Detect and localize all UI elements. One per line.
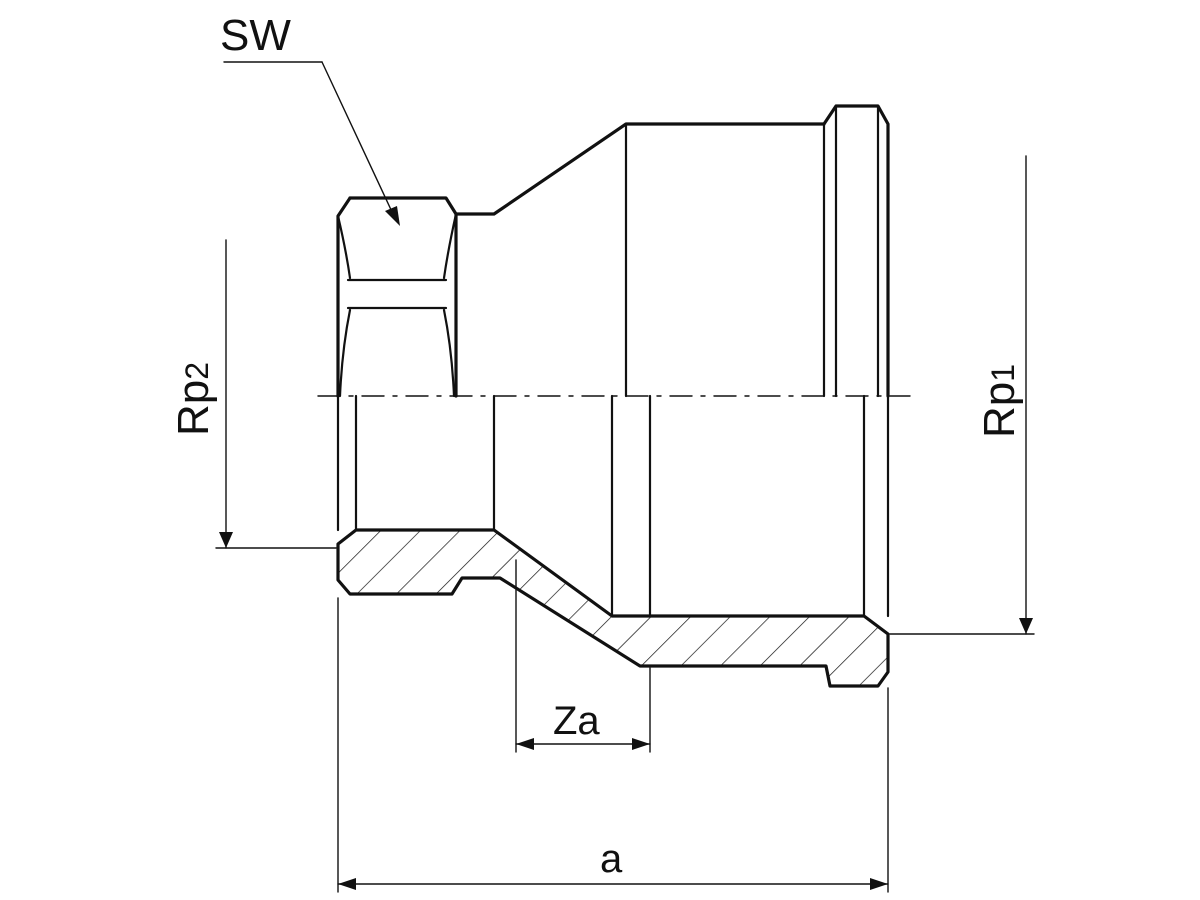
svg-text:Rp2: Rp2 <box>169 362 218 436</box>
fitting-outline-upper <box>336 104 890 398</box>
dimension-rp2 <box>215 239 337 549</box>
dimension-a <box>337 597 889 893</box>
label-sw: SW <box>220 11 291 60</box>
label-rp2-sub: 2 <box>179 362 215 380</box>
label-za: Za <box>553 699 600 743</box>
leader-sw <box>223 61 400 226</box>
dimension-za <box>515 559 651 753</box>
dimension-rp1 <box>889 155 1035 635</box>
hatched-wall-section <box>336 528 890 688</box>
label-rp2: Rp <box>169 380 218 436</box>
label-a: a <box>600 837 623 881</box>
fitting-section-lower <box>336 394 890 688</box>
svg-text:Rp1: Rp1 <box>975 364 1024 438</box>
label-rp1-sub: 1 <box>985 364 1021 382</box>
label-rp1: Rp <box>975 382 1024 438</box>
